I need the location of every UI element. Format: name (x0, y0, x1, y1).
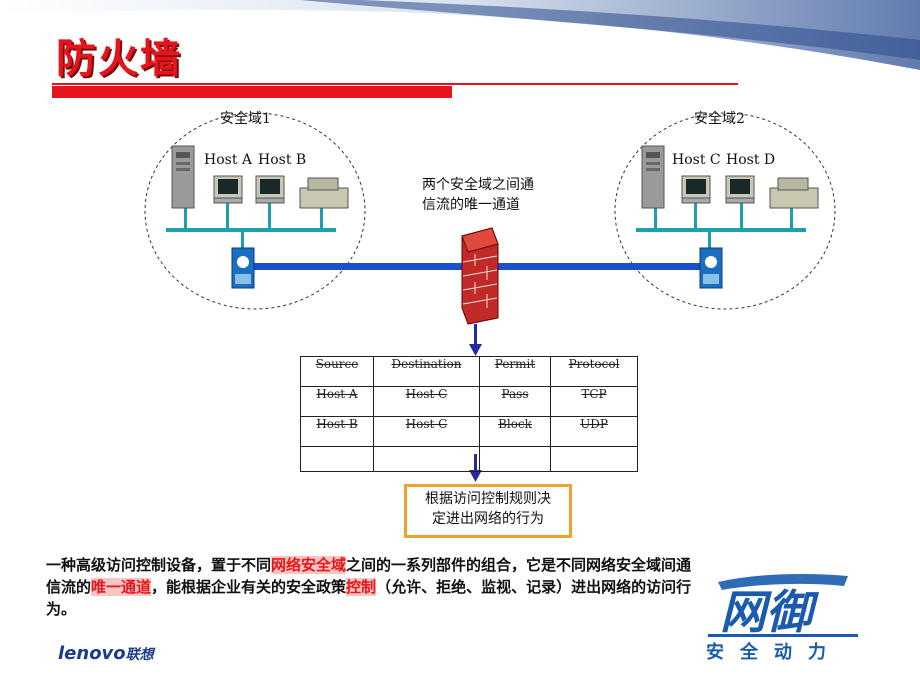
rule-box-line2: 定进出网络的行为 (432, 511, 544, 527)
brand-logo-text: 网御 (720, 585, 820, 634)
table-cell (550, 446, 638, 472)
column-header: Source (300, 356, 374, 387)
lan-bus-1 (166, 228, 336, 232)
column-header: Destination (373, 356, 480, 387)
acl-rule-table: Source Destination Permit Protocol Host … (300, 356, 638, 472)
column-header: Protocol (550, 356, 638, 387)
firewall-network-diagram (144, 112, 836, 482)
host-a-label: Host A (204, 152, 253, 168)
table-cell (479, 446, 551, 472)
table-row: Host A Host C Pass TCP (300, 386, 638, 417)
firewall-icon (461, 227, 499, 325)
table-cell (300, 446, 374, 472)
zone2-label: 安全域2 (694, 111, 745, 127)
firewall-note: 两个安全域之间通 信流的唯一通道 (422, 175, 562, 215)
server-icon-zone2 (641, 145, 665, 209)
lenovo-logo-text: lenovo (58, 643, 126, 664)
table-cell: Host B (300, 416, 374, 447)
lenovo-logo: lenovo联想 (58, 643, 154, 664)
rule-box-line1: 根据访问控制规则决 (425, 491, 551, 507)
desc-highlight: 网络安全域 (271, 556, 347, 574)
workstation-icon-host-d (725, 175, 755, 204)
firewall-description: 一种高级访问控制设备，置于不同网络安全域之间的一系列部件的组合，它是不同网络安全… (46, 554, 696, 620)
brand-divider (708, 634, 858, 637)
page-title: 防火墙 (56, 36, 182, 82)
table-cell: Host A (300, 386, 374, 417)
lenovo-cn-text: 联想 (125, 647, 154, 663)
table-cell: Host C (373, 386, 480, 417)
desc-text: 之间的一系列部件的组合，它是不同网络安全域间通信流的 (46, 556, 692, 596)
host-d-label: Host D (726, 152, 776, 168)
host-c-label: Host C (672, 152, 721, 168)
table-row: Host B Host C Block UDP (300, 416, 638, 447)
zone2-ellipse (614, 112, 836, 310)
table-cell: TCP (550, 386, 638, 417)
table-cell (373, 446, 480, 472)
table-cell: Host C (373, 416, 480, 447)
desc-text: ，能根据企业有关的安全政策 (151, 578, 347, 596)
desc-highlight: 控制 (346, 578, 377, 596)
header-swoosh-decoration (0, 0, 920, 70)
switch-icon-zone1 (231, 247, 255, 289)
title-underline (52, 83, 738, 85)
workstation-icon-host-a (213, 175, 243, 204)
brand-tagline: 安全动力 (706, 642, 842, 663)
desc-text: 一种高级访问控制设备，置于不同 (46, 556, 272, 574)
title-accent-bar (52, 86, 452, 98)
rule-decision-box: 根据访问控制规则决 定进出网络的行为 (404, 484, 572, 538)
workstation-icon-host-b (255, 175, 285, 204)
desc-text: （允许、拒绝、监视、记录）进出网络的访问行为。 (46, 578, 692, 618)
firewall-note-line2: 信流的唯一通道 (422, 197, 520, 213)
column-header: Permit (479, 356, 551, 387)
table-row-empty (300, 446, 638, 472)
table-cell: Block (479, 416, 551, 447)
table-cell: Pass (479, 386, 551, 417)
host-b-label: Host B (258, 152, 307, 168)
workstation-icon-host-c (681, 175, 711, 204)
arrow-firewall-to-table (469, 324, 482, 356)
printer-icon-zone2 (769, 177, 819, 209)
server-icon-zone1 (171, 145, 195, 209)
lan-bus-2 (636, 228, 806, 232)
brand-logo: 网御 (718, 574, 848, 634)
printer-icon-zone1 (299, 177, 349, 209)
desc-highlight: 唯一通道 (91, 578, 152, 596)
table-header-row: Source Destination Permit Protocol (300, 356, 638, 387)
table-cell: UDP (550, 416, 638, 447)
firewall-note-line1: 两个安全域之间通 (422, 177, 534, 193)
zone1-label: 安全域1 (220, 111, 271, 127)
zone1-ellipse (144, 112, 366, 310)
switch-icon-zone2 (699, 247, 723, 289)
